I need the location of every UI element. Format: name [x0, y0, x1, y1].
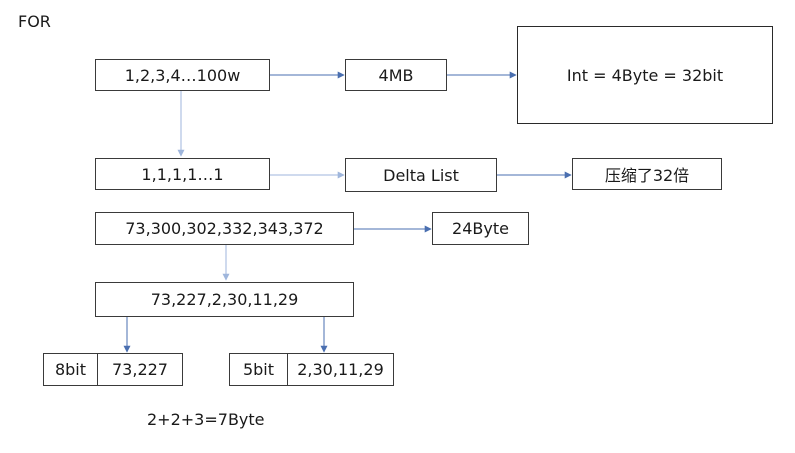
block2-box: 5bit 2,30,11,29 [229, 353, 394, 386]
delta-list-box: Delta List [345, 158, 497, 192]
seq-full-box: 1,2,3,4…100w [95, 59, 270, 91]
block1-box: 8bit 73,227 [43, 353, 183, 386]
size-4mb-text: 4MB [378, 65, 414, 85]
size-24byte-box: 24Byte [432, 212, 529, 245]
int-def-text: Int = 4Byte = 32bit [566, 65, 724, 85]
block2-values-cell: 2,30,11,29 [288, 354, 393, 385]
delta-sample-text: 73,227,2,30,11,29 [150, 290, 299, 309]
block1-values-cell: 73,227 [98, 354, 182, 385]
seq-sample-text: 73,300,302,332,343,372 [125, 219, 324, 238]
block2-bits-text: 5bit [242, 360, 275, 379]
seq-ones-box: 1,1,1,1…1 [95, 158, 270, 190]
block1-bits-text: 8bit [54, 360, 87, 379]
delta-list-text: Delta List [383, 165, 459, 185]
size-4mb-box: 4MB [345, 59, 447, 91]
compressed-box: 压缩了32倍 [572, 158, 722, 190]
block1-bits-cell: 8bit [44, 354, 98, 385]
int-def-box: Int = 4Byte = 32bit [517, 26, 773, 124]
diagram-title: FOR [18, 12, 51, 31]
delta-sample-box: 73,227,2,30,11,29 [95, 282, 354, 317]
seq-sample-box: 73,300,302,332,343,372 [95, 212, 354, 245]
compressed-text: 压缩了32倍 [604, 166, 690, 185]
seq-ones-text: 1,1,1,1…1 [141, 164, 224, 184]
block1-values-text: 73,227 [112, 360, 168, 379]
block2-values-text: 2,30,11,29 [297, 360, 384, 379]
size-24byte-text: 24Byte [452, 219, 509, 238]
summary-text: 2+2+3=7Byte [147, 410, 265, 429]
block2-bits-cell: 5bit [230, 354, 288, 385]
seq-full-text: 1,2,3,4…100w [124, 65, 241, 85]
